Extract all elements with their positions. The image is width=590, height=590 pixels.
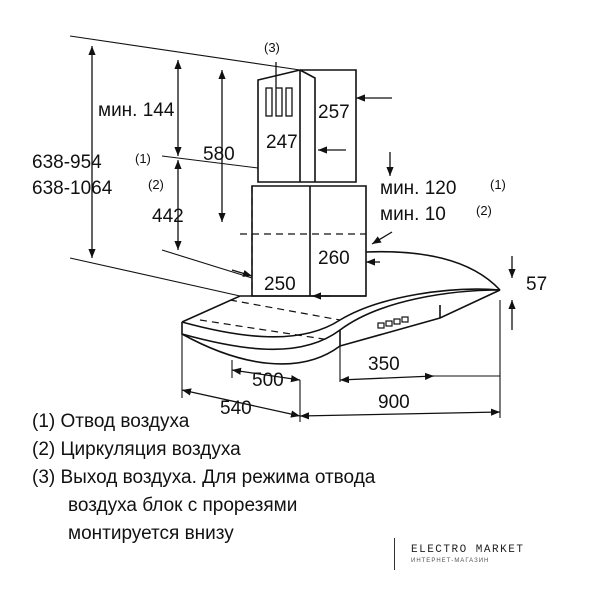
brand-name: ELECTRO MARKET	[411, 544, 525, 556]
brand-watermark: ELECTRO MARKET ИНТЕРНЕТ-МАГАЗИН	[394, 538, 555, 570]
min-10-label: мин. 10	[380, 204, 446, 225]
width-257-label: 257	[318, 102, 350, 123]
min-10-note: (2)	[476, 203, 492, 218]
width-900-label: 900	[378, 392, 410, 413]
dim-line-350	[339, 372, 435, 384]
width-260-label: 260	[318, 248, 350, 269]
legend-item-3-cont-2: монтируется внизу	[68, 523, 234, 544]
hidden-edges	[199, 186, 366, 341]
legend-item-2: (2) Циркуляция воздуха	[32, 439, 241, 460]
width-247-label: 247	[266, 132, 298, 153]
depth-500-label: 500	[252, 370, 284, 391]
legend-item-3: (3) Выход воздуха. Для режима отвода	[32, 467, 376, 488]
dimension-lines	[88, 46, 516, 420]
upper-chimney	[257, 69, 357, 183]
dim-line-250	[231, 269, 253, 277]
control-buttons	[377, 316, 409, 329]
min-144-label: мин. 144	[98, 100, 175, 121]
height-580-label: 580	[203, 144, 235, 165]
range-2-note: (2)	[148, 177, 164, 192]
min-120-note: (1)	[490, 177, 506, 192]
range-1-note: (1)	[135, 151, 151, 166]
brand-subtitle: ИНТЕРНЕТ-МАГАЗИН	[411, 558, 490, 564]
width-250-label: 250	[264, 274, 296, 295]
height-57-label: 57	[526, 274, 547, 295]
height-442-label: 442	[152, 206, 184, 227]
legend-item-1: (1) Отвод воздуха	[32, 411, 190, 432]
range-2-label: 638-1064	[32, 178, 113, 199]
min-120-label: мин. 120	[380, 178, 456, 199]
dim-line-min10	[371, 231, 393, 245]
depth-540-label: 540	[220, 398, 252, 419]
range-1-label: 638-954	[32, 152, 102, 173]
legend: (1) Отвод воздуха (2) Циркуляция воздуха…	[32, 408, 375, 548]
callout-3-label: (3)	[264, 40, 280, 55]
dim-line-900	[299, 408, 501, 420]
lower-chimney	[251, 185, 367, 297]
dimension-labels: (3) мин. 144 638-954 (1) 638-1064 (2) 58…	[32, 40, 547, 419]
legend-item-3-cont-1: воздуха блок с прорезями	[68, 495, 298, 516]
air-outlet-slots	[265, 87, 293, 117]
extension-lines	[69, 35, 501, 422]
dim-line-500	[231, 367, 301, 383]
dim-line-540	[181, 388, 301, 418]
width-350-label: 350	[368, 354, 400, 375]
